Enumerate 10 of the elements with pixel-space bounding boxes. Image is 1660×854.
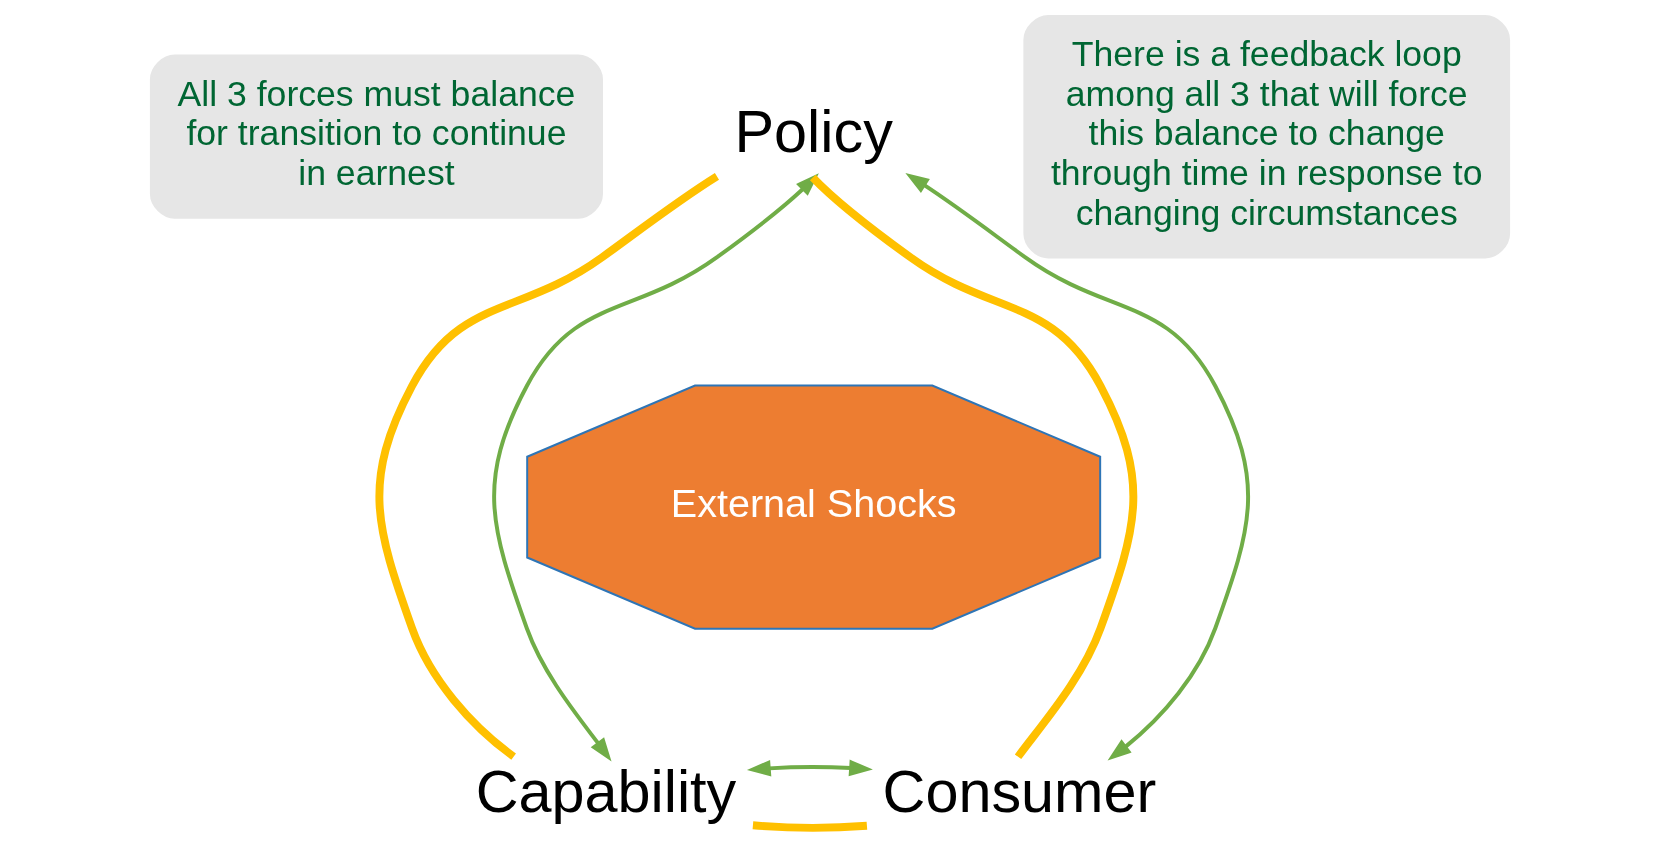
node-text: Capability [475, 758, 737, 826]
node-text: Policy [734, 97, 893, 165]
arrow [746, 759, 873, 777]
connector [375, 173, 720, 760]
node-box: There is a feedback loop among all 3 that will force this balance to change through time in response to changing circumstances [1023, 15, 1511, 259]
node-box: All 3 forces must balance for transition to continue in earnest [149, 54, 603, 219]
arrow [492, 173, 819, 762]
connector [809, 174, 1138, 760]
arrow [905, 173, 1250, 761]
node-text: Consumer [882, 758, 1157, 826]
